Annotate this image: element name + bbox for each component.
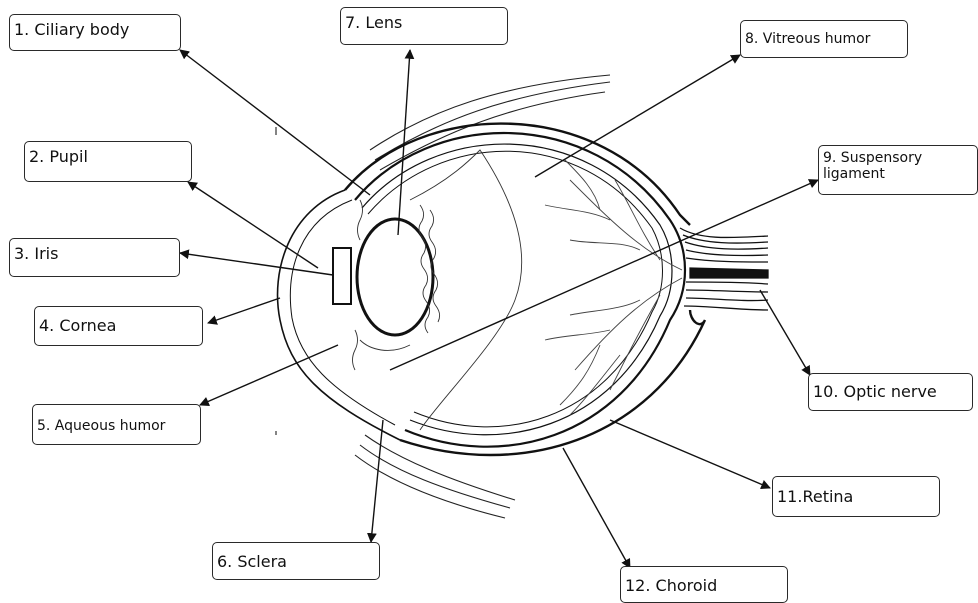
label-cornea-text: 4. Cornea bbox=[35, 307, 202, 335]
label-ciliary-body: 1. Ciliary body bbox=[9, 14, 181, 51]
arrow-sclera bbox=[371, 420, 383, 542]
label-aqueous-humor: 5. Aqueous humor bbox=[32, 404, 201, 445]
label-lens: 7. Lens bbox=[340, 7, 508, 45]
arrow-vitreous-humor bbox=[535, 55, 740, 177]
arrow-aqueous-humor bbox=[200, 345, 338, 405]
label-ciliary-body-text: 1. Ciliary body bbox=[10, 15, 180, 39]
label-vitreous-humor-text: 8. Vitreous humor bbox=[741, 21, 907, 48]
label-choroid-text: 12. Choroid bbox=[621, 567, 787, 595]
label-optic-nerve: 10. Optic nerve bbox=[808, 373, 973, 411]
optic-nerve-shape bbox=[680, 228, 768, 310]
label-sclera: 6. Sclera bbox=[212, 542, 380, 580]
arrow-retina bbox=[610, 420, 770, 488]
arrow-cornea bbox=[208, 298, 280, 323]
label-suspensory-ligament-text: 9. Suspensory ligament bbox=[819, 146, 977, 182]
arrow-iris bbox=[180, 253, 333, 275]
arrow-optic-nerve bbox=[760, 290, 810, 375]
label-iris-text: 3. Iris bbox=[10, 239, 179, 263]
label-optic-nerve-text: 10. Optic nerve bbox=[809, 374, 972, 401]
label-vitreous-humor: 8. Vitreous humor bbox=[740, 20, 908, 58]
label-suspensory-ligament: 9. Suspensory ligament bbox=[818, 145, 978, 195]
label-retina-text: 11.Retina bbox=[773, 477, 939, 506]
label-aqueous-humor-text: 5. Aqueous humor bbox=[33, 405, 200, 435]
label-choroid: 12. Choroid bbox=[620, 566, 788, 603]
arrow-choroid bbox=[563, 448, 630, 568]
label-cornea: 4. Cornea bbox=[34, 306, 203, 346]
label-retina: 11.Retina bbox=[772, 476, 940, 517]
label-pupil: 2. Pupil bbox=[24, 141, 192, 182]
iris-shape bbox=[333, 248, 351, 304]
label-sclera-text: 6. Sclera bbox=[213, 543, 379, 571]
arrow-ciliary-body bbox=[180, 50, 370, 195]
label-pupil-text: 2. Pupil bbox=[25, 142, 191, 166]
label-iris: 3. Iris bbox=[9, 238, 180, 277]
label-lens-text: 7. Lens bbox=[341, 8, 507, 32]
upper-muscle-strands bbox=[370, 75, 610, 170]
